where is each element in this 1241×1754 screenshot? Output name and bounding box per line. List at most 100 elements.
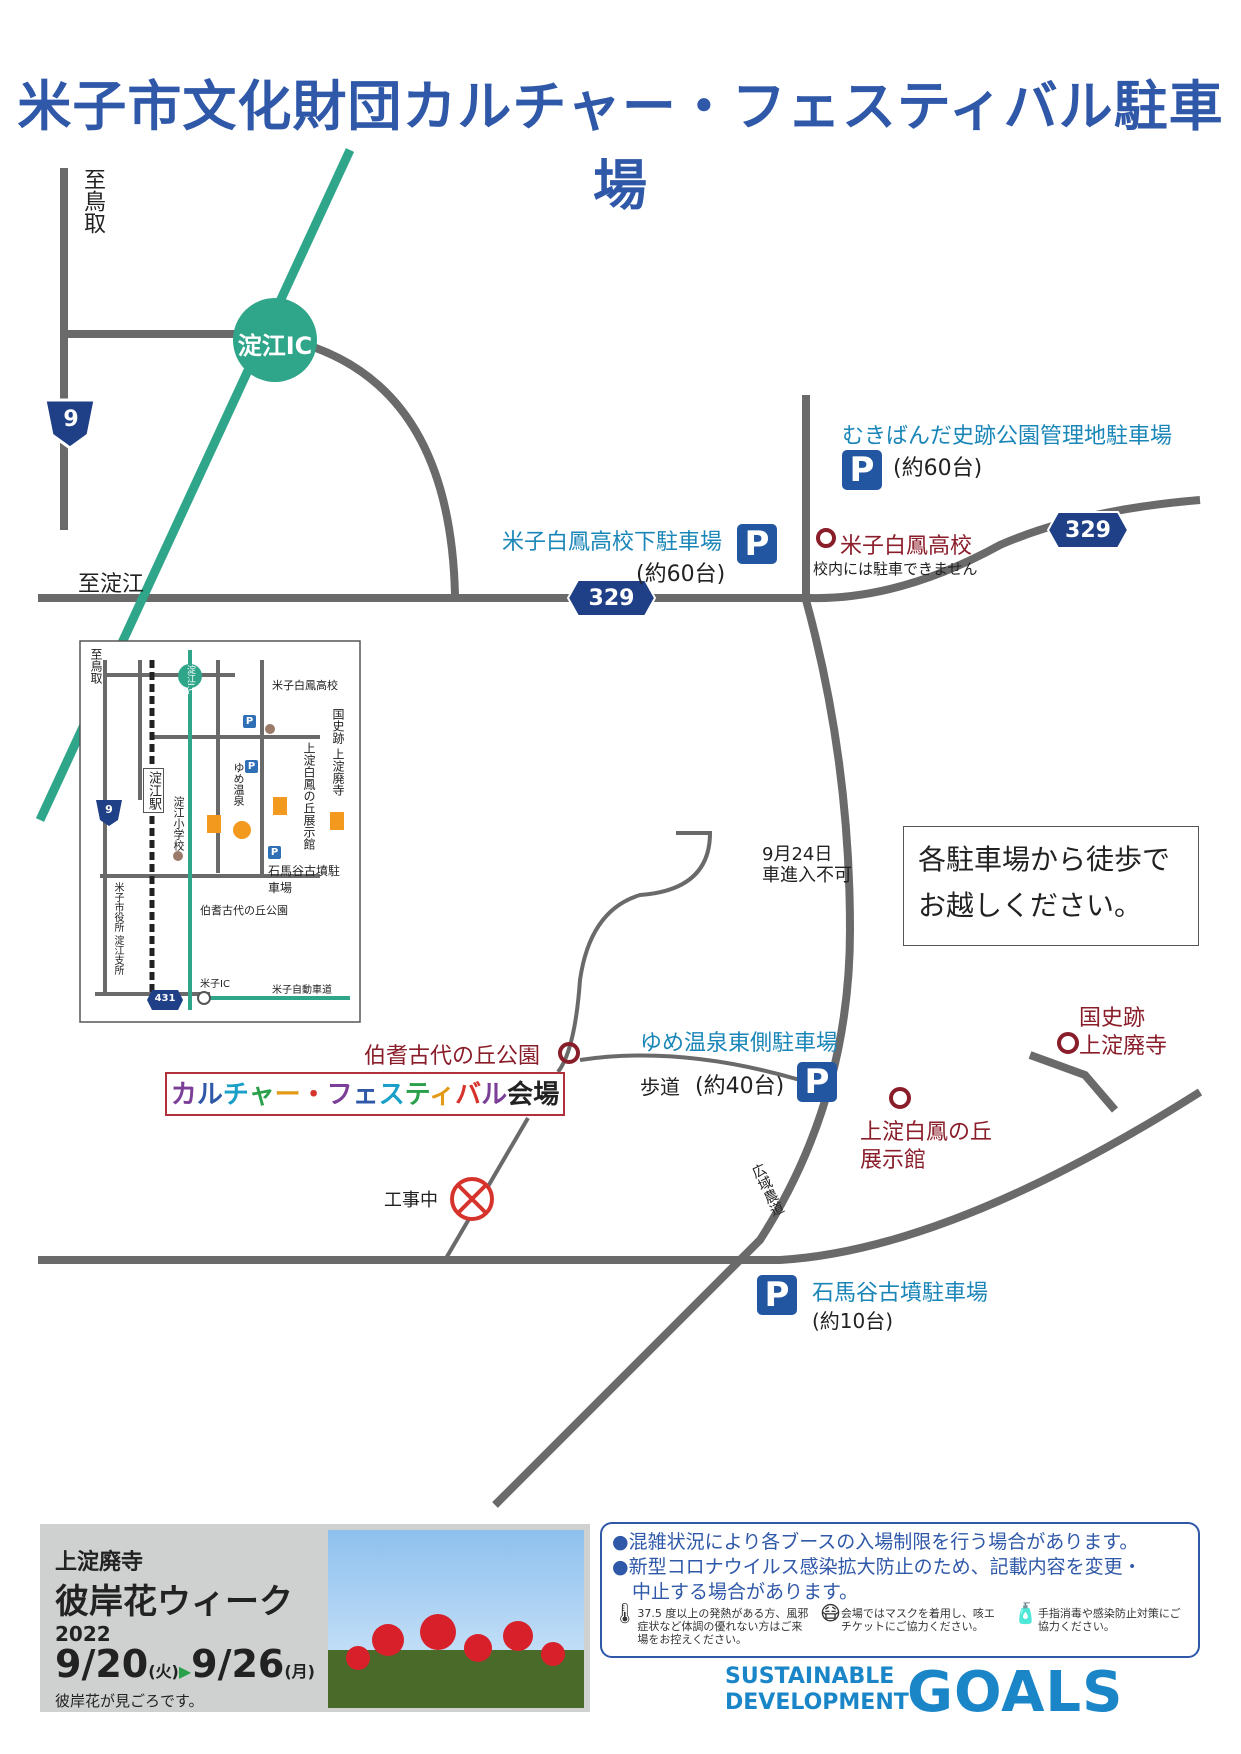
- inset-expressway: [188, 650, 350, 1010]
- inset-temple: 国史跡 上淀廃寺: [331, 708, 345, 796]
- route-9-number: 9: [63, 407, 79, 432]
- event-start-date: 9/20: [55, 1642, 149, 1686]
- event-year: 2022: [55, 1622, 111, 1646]
- inset-parking-icon-3: P: [268, 846, 281, 859]
- inset-museum: 上淀白鳳の丘展示館: [302, 742, 316, 850]
- venue-label-char: 会: [507, 1080, 534, 1110]
- notice-line1: ●混雑状況により各ブースの入場制限を行う場合があります。: [612, 1531, 1139, 1553]
- parking-onsen-capacity: (約40台): [695, 1074, 785, 1099]
- sdg-line1: SUSTAINABLE: [725, 1664, 895, 1689]
- inset-ishiumadani: 石馬谷古墳駐車場: [268, 864, 341, 895]
- school-note: 校内には駐車できません: [813, 560, 978, 578]
- notice-mask: 会場ではマスクを着用し、咳エチケットにご協力ください。: [840, 1607, 995, 1633]
- sidewalk-label: 歩道: [640, 1075, 680, 1099]
- inset-temple-marker: [330, 812, 344, 830]
- sdg-goals: GOALS: [907, 1660, 1124, 1725]
- road-ic-loop: [289, 336, 459, 596]
- event-dates: 9/20(火)▶9/26(月): [55, 1642, 315, 1686]
- notice-line2: ●新型コロナウイルス感染拡大防止のため、記載内容を変更・: [612, 1556, 1142, 1578]
- road-park-winding: [556, 831, 713, 1074]
- venue-label-char: 場: [533, 1080, 560, 1110]
- inset-parking-icon-2: P: [245, 760, 258, 773]
- route-329-number-center: 329: [588, 586, 635, 611]
- parking-mukibanda-capacity: (約60台): [893, 456, 983, 481]
- inset-park: 伯耆古代の丘公園: [200, 904, 288, 917]
- notice-box: ●混雑状況により各ブースの入場制限を行う場合があります。 ●新型コロナウイルス感…: [600, 1522, 1200, 1658]
- walk-note-line1: 各駐車場から徒歩で: [918, 843, 1171, 876]
- event-name: 彼岸花ウィーク: [55, 1582, 293, 1622]
- parking-hakuho-name: 米子白鳳高校下駐車場: [502, 530, 723, 555]
- parking-ishiumadani-name: 石馬谷古墳駐車場: [812, 1281, 989, 1306]
- parking-ishiumadani-capacity: (約10台): [812, 1309, 894, 1333]
- inset-route-9: 9: [105, 803, 113, 816]
- venue-label-char: ス: [378, 1080, 405, 1110]
- park-poi: [558, 1042, 580, 1064]
- venue-label-char: ェ: [352, 1080, 379, 1110]
- event-end-day: (月): [284, 1662, 315, 1681]
- school-poi: [816, 528, 836, 548]
- inset-onsen: ゆめ温泉: [232, 762, 245, 806]
- event-place: 上淀廃寺: [55, 1550, 144, 1575]
- mask-icon: 😷: [820, 1601, 841, 1625]
- closure-note-date: 9月24日: [762, 844, 833, 865]
- inset-route-9-shield: [96, 800, 122, 826]
- parking-hakuho-capacity: (約60台): [636, 562, 726, 587]
- inset-tottori: 至鳥取: [89, 648, 103, 684]
- road-farm: [492, 598, 855, 1508]
- venue-label-char: ル: [196, 1080, 223, 1110]
- road-temple-branch: [1028, 1051, 1119, 1113]
- sdg-line2: DEVELOPMENT: [725, 1690, 909, 1715]
- inset-ic-label: 淀江I.C: [185, 665, 195, 695]
- museum-line1: 上淀白鳳の丘: [860, 1120, 993, 1145]
- venue-label-char: ー: [274, 1080, 301, 1110]
- walk-note: 各駐車場から徒歩で お越しください。: [903, 826, 1199, 946]
- direction-yodoe: 至淀江: [78, 572, 145, 597]
- venue-label-char: ィ: [429, 1080, 456, 1110]
- temple-line2: 上淀廃寺: [1079, 1034, 1168, 1059]
- venue-label-char: テ: [404, 1080, 430, 1110]
- inset-yonago-ic: 米子IC: [200, 979, 230, 990]
- thermometer-icon: 🌡: [612, 1601, 638, 1625]
- event-end-date: 9/26: [191, 1642, 285, 1686]
- spider-lily-photo: [328, 1530, 584, 1708]
- venue-label-char: チ: [222, 1080, 249, 1110]
- walk-note-line2: お越しください。: [918, 889, 1143, 922]
- venue-label-char: ・: [300, 1080, 327, 1110]
- road-south: [38, 1088, 1203, 1264]
- notice-sanitize: 手指消毒や感染防止対策にご協力ください。: [1037, 1607, 1181, 1633]
- construction-label: 工事中: [384, 1190, 438, 1211]
- museum-poi: [889, 1087, 911, 1109]
- parking-onsen-icon: P: [797, 1062, 837, 1102]
- venue-label-char: ャ: [248, 1080, 275, 1110]
- temple-poi: [1057, 1032, 1079, 1054]
- road-sidewalk: [579, 1053, 801, 1082]
- route-329-number-east: 329: [1065, 518, 1111, 543]
- notice-line3: 中止する場合があります。: [632, 1581, 859, 1603]
- school-name: 米子白鳳高校: [840, 534, 973, 559]
- inset-expressway: 米子自動車道: [272, 985, 332, 996]
- parking-hakuho-icon: P: [737, 524, 777, 564]
- road-329: [38, 496, 1201, 603]
- inset-route-431-shield: [147, 990, 183, 1010]
- closure-note-text: 車進入不可: [762, 865, 852, 886]
- parking-ishiumadani-icon: P: [757, 1275, 797, 1315]
- page-title: 米子市文化財団カルチャー・フェスティバル駐車場: [17, 75, 1224, 217]
- construction-icon: [450, 1177, 494, 1221]
- sanitizer-icon: 🧴: [1013, 1601, 1038, 1625]
- event-arrow-icon: ▶: [178, 1662, 192, 1681]
- route-329-shield-center: [566, 579, 657, 617]
- venue-box: カルチャー・フェスティバル会場: [165, 1072, 565, 1116]
- event-note: 彼岸花が見ごろです。: [55, 1692, 204, 1710]
- museum-line2: 展示館: [860, 1148, 927, 1173]
- sdg-logo: SUSTAINABLE DEVELOPMENT GOALS: [725, 1660, 1195, 1725]
- inset-roads: [95, 660, 320, 996]
- inset-parking-icon-1: P: [243, 715, 256, 728]
- inset-city-office: 米子市役所 淀江支所: [112, 882, 123, 976]
- parking-onsen-name: ゆめ温泉東側駐車場: [640, 1031, 839, 1056]
- route-9-shield: [43, 398, 97, 450]
- park-name: 伯耆古代の丘公園: [364, 1044, 541, 1069]
- venue-label-char: カ: [170, 1080, 197, 1110]
- inset-elementary: 淀江小学校: [172, 796, 185, 851]
- inset-ic-icon: [178, 664, 202, 688]
